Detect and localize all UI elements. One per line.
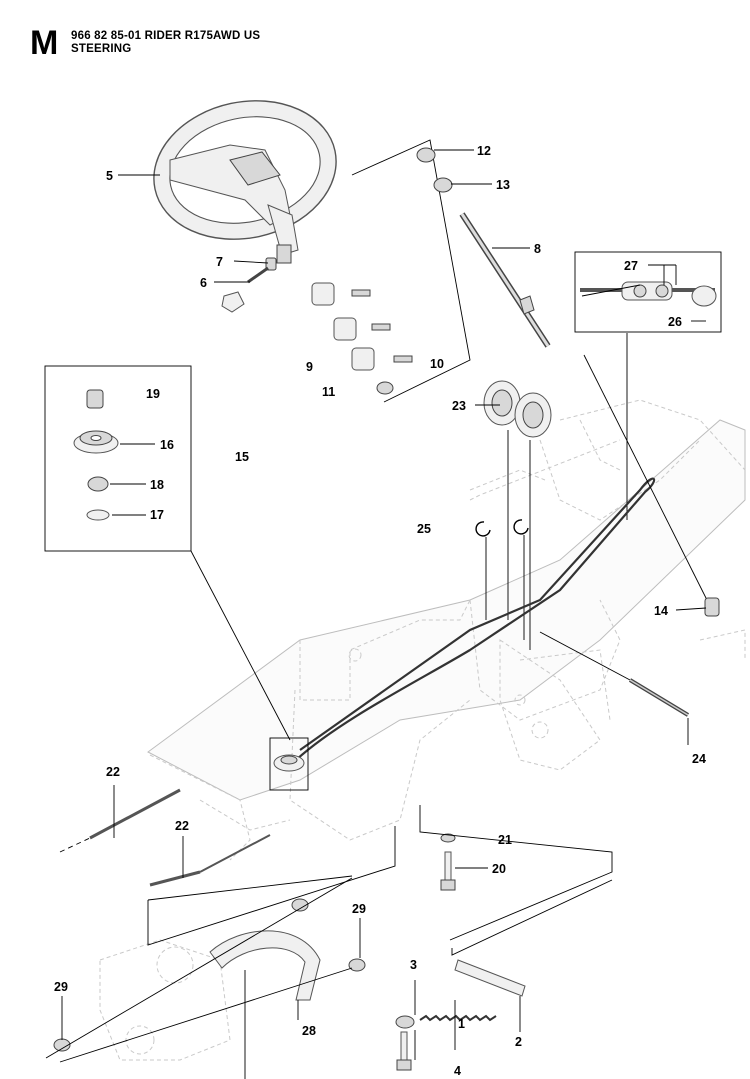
- label-29-left: 29: [54, 980, 68, 994]
- label-9: 9: [306, 360, 313, 374]
- label-13: 13: [496, 178, 510, 192]
- label-27: 27: [624, 259, 638, 273]
- diagram-title: 966 82 85-01 RIDER R175AWD US: [71, 30, 261, 42]
- label-8: 8: [534, 242, 541, 256]
- label-2: 2: [515, 1035, 522, 1049]
- label-7: 7: [216, 255, 223, 269]
- label-15: 15: [235, 450, 249, 464]
- label-24: 24: [692, 752, 706, 766]
- label-23: 23: [452, 399, 466, 413]
- bolt-20-washer-21: [419, 805, 613, 941]
- label-1: 1: [458, 1017, 465, 1031]
- label-25: 25: [417, 522, 431, 536]
- label-29-right: 29: [352, 902, 366, 916]
- spring-assembly: [395, 879, 613, 1071]
- label-5: 5: [106, 169, 113, 183]
- label-20: 20: [492, 862, 506, 876]
- label-10: 10: [430, 357, 444, 371]
- label-11: 11: [322, 385, 335, 399]
- section-letter: M: [30, 24, 59, 62]
- label-16: 16: [160, 438, 174, 452]
- inset-detail-pulley: [44, 365, 291, 741]
- pin-24: [539, 631, 690, 717]
- leader-lines: [61, 149, 707, 1060]
- label-18: 18: [150, 478, 164, 492]
- label-6: 6: [200, 276, 207, 290]
- label-22-upper: 22: [106, 765, 120, 779]
- frame-pulley-callout: [269, 737, 309, 791]
- label-17: 17: [150, 508, 164, 522]
- steering-pulleys: [483, 380, 552, 650]
- label-21: 21: [498, 833, 512, 847]
- steering-cables: [59, 788, 396, 946]
- label-3: 3: [410, 958, 417, 972]
- e-clips: [475, 519, 529, 640]
- steering-wheel: [153, 100, 337, 264]
- label-26: 26: [668, 315, 682, 329]
- label-4: 4: [454, 1064, 461, 1078]
- diagram-subtitle: STEERING: [71, 43, 132, 55]
- label-19: 19: [146, 387, 160, 401]
- steering-chain: [295, 477, 656, 761]
- label-12: 12: [477, 144, 491, 158]
- steering-shaft-assembly: [351, 139, 551, 403]
- bolt-14: [583, 354, 720, 617]
- label-14: 14: [654, 604, 668, 618]
- label-22-lower: 22: [175, 819, 189, 833]
- strap-28: [45, 877, 366, 1079]
- steering-hub-parts: [221, 257, 277, 313]
- tractor-frame: [99, 399, 746, 1061]
- label-28: 28: [302, 1024, 316, 1038]
- spacer-stack: [311, 282, 413, 395]
- callout-labels: 5 7 6 12 13 8 9 10 11 27 26 19 16 15 18 …: [54, 144, 706, 1078]
